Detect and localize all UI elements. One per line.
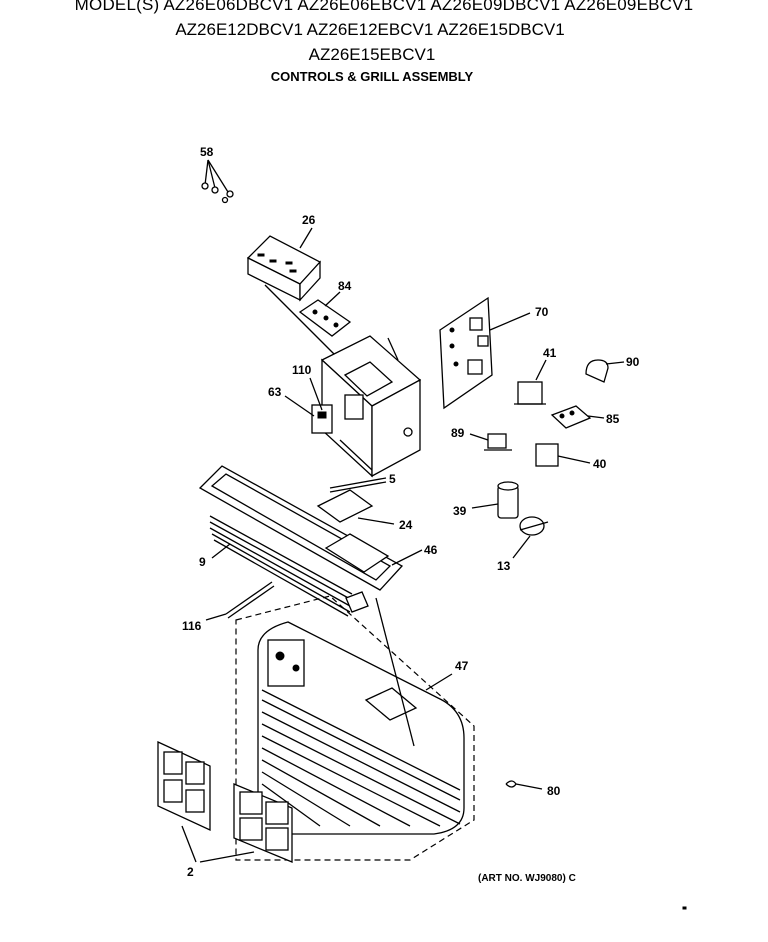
diagram-title: CONTROLS & GRILL ASSEMBLY: [270, 69, 474, 84]
part-39-capacitor: [471, 481, 519, 519]
part-85-terminal: [550, 405, 605, 429]
part-89-bracket: [469, 433, 512, 451]
callout-24: 24: [399, 518, 413, 532]
part-9-louvers: [209, 515, 369, 617]
part-40-capacitor-relay: [535, 443, 591, 467]
callout-2: 2: [187, 865, 194, 879]
callout-5: 5: [389, 472, 396, 486]
callout-80: 80: [547, 784, 561, 798]
part-47-front-cover: [235, 595, 475, 861]
part-63-switch: [284, 377, 333, 434]
callout-58: 58: [200, 145, 214, 159]
callout-9: 9: [199, 555, 206, 569]
part-2-filters: [157, 740, 293, 863]
grille-frame: [198, 465, 423, 591]
part-41-relay: [514, 359, 547, 405]
callout-13: 13: [497, 559, 511, 573]
callout-84: 84: [338, 279, 352, 293]
callout-47: 47: [455, 659, 469, 673]
callout-90: 90: [626, 355, 640, 369]
callout-110: 110: [292, 363, 312, 377]
part-5-strip: [329, 477, 387, 493]
part-58-screws: [201, 159, 234, 204]
part-90-clip: [585, 359, 625, 383]
callout-40: 40: [593, 457, 607, 471]
part-116-rod: [205, 581, 275, 621]
part-84-control-board: [298, 291, 352, 337]
callout-41: 41: [543, 346, 557, 360]
part-80-screw: [505, 780, 543, 790]
part-24-panel: [316, 489, 395, 525]
callout-63: 63: [268, 385, 282, 399]
callout-26: 26: [302, 213, 316, 227]
part-26-control-cover: [246, 227, 346, 366]
callout-85: 85: [606, 412, 620, 426]
callout-116: 116: [182, 619, 202, 633]
models-line-2: AZ26E12DBCV1 AZ26E12EBCV1 AZ26E15DBCV1: [175, 20, 565, 39]
stray-mark: [682, 906, 687, 910]
part-70-pcb: [439, 296, 531, 410]
callout-70: 70: [535, 305, 549, 319]
part-13-capacitor-strap: [512, 516, 549, 559]
models-line-1: MODEL(S) AZ26E06DBCV1 AZ26E06EBCV1 AZ26E…: [74, 0, 694, 14]
art-number: (ART NO. WJ9080) C: [478, 873, 576, 884]
callout-46: 46: [424, 543, 438, 557]
callout-89: 89: [451, 426, 465, 440]
control-box-housing: [320, 335, 422, 478]
models-line-3: AZ26E15EBCV1: [308, 45, 436, 64]
callout-39: 39: [453, 504, 467, 518]
